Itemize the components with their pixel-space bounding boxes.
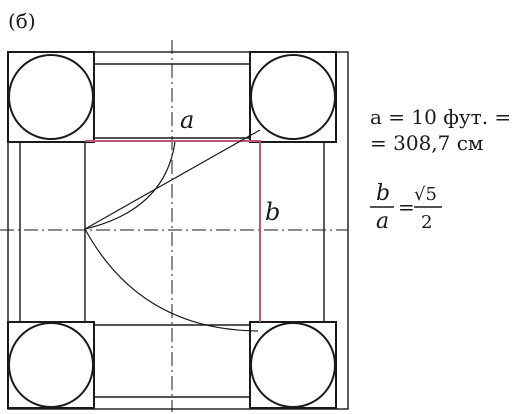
diagonal-line xyxy=(84,129,261,230)
formula-line-2: = 308,7 см xyxy=(370,131,484,155)
column-circle-top-left xyxy=(8,54,94,140)
column-circle-bottom-left xyxy=(8,322,94,408)
highlight-dimension-a-b xyxy=(85,140,261,322)
ratio-equals: = xyxy=(398,195,415,219)
formula-line-1: a = 10 фут. = xyxy=(370,105,511,129)
label-b: b xyxy=(265,198,280,226)
ratio-denominator: a xyxy=(376,209,389,234)
ratio-value-denominator: 2 xyxy=(421,212,432,233)
column-circle-bottom-right xyxy=(250,322,336,408)
large-arc xyxy=(84,228,259,332)
ratio-numerator: b xyxy=(376,181,390,206)
ratio-value-numerator: √5 xyxy=(414,184,437,205)
label-a: a xyxy=(180,106,194,134)
column-circle-top-right xyxy=(250,54,336,140)
figure-label: (б) xyxy=(8,9,36,33)
small-arc xyxy=(84,141,176,230)
